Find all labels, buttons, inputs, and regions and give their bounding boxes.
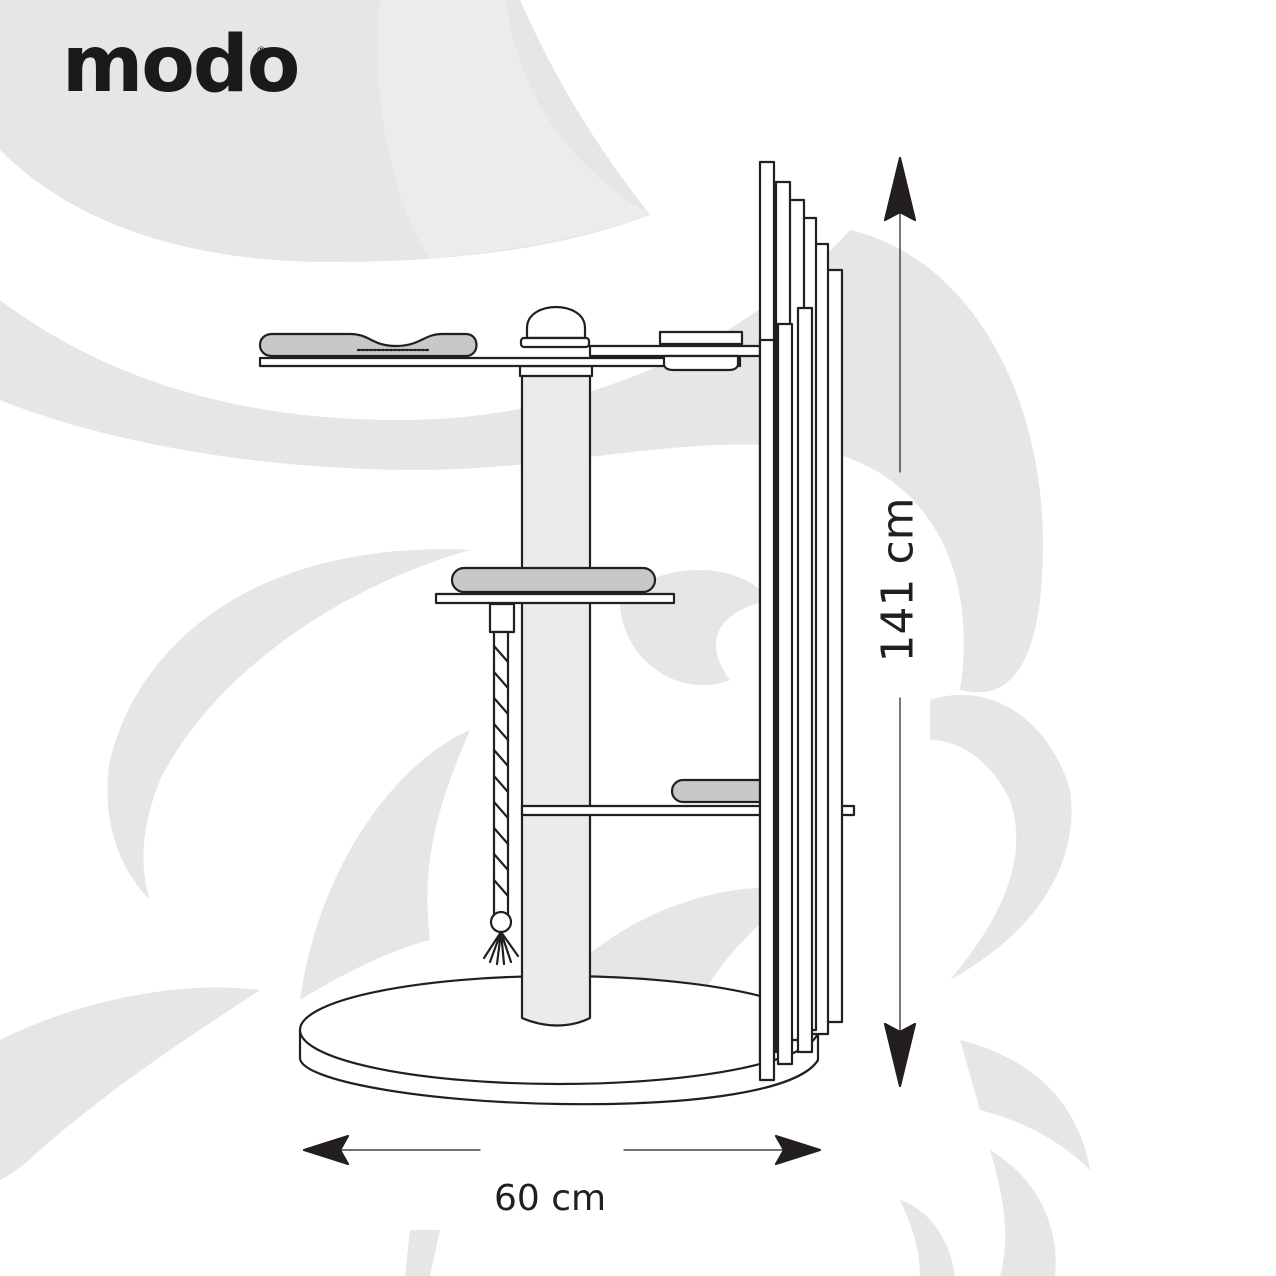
top-cushion-bed bbox=[258, 332, 478, 358]
top-dome-cap bbox=[519, 306, 591, 349]
round-base bbox=[298, 974, 820, 1106]
width-dimension-label: 60 cm bbox=[493, 1178, 607, 1219]
width-dimension-line bbox=[302, 1134, 822, 1166]
height-dimension-line bbox=[883, 156, 917, 1088]
registered-mark: ® bbox=[256, 44, 267, 57]
middle-platform bbox=[434, 566, 676, 605]
brand-logo: modo bbox=[62, 20, 300, 110]
height-dimension-label: 141 cm bbox=[872, 497, 924, 663]
top-small-bowl bbox=[658, 330, 744, 372]
hanging-rope-toy bbox=[482, 602, 520, 966]
back-panels bbox=[758, 160, 844, 1082]
top-platform bbox=[258, 344, 762, 368]
sisal-post bbox=[518, 364, 594, 1027]
